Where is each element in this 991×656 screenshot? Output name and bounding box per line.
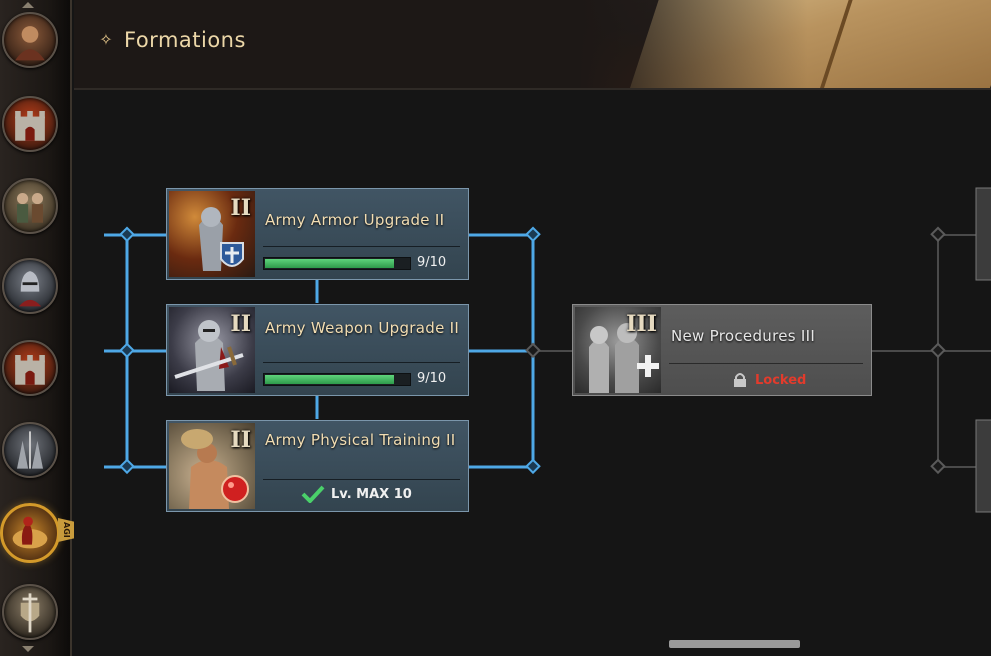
page-header: ✧ Formations [74,0,991,90]
castle-gate-icon [15,355,45,385]
card-title: Army Physical Training II [265,431,456,449]
progress-text: 9/10 [417,371,447,386]
tier-numeral: II [230,311,251,337]
sidebar-item-knight[interactable] [2,258,58,314]
checkmark-icon [301,485,325,503]
tech-card-physical-training[interactable]: II Army Physical Training II Lv. MAX 10 [166,420,469,512]
category-sidebar: AGI [0,0,74,656]
sidebar-item-formations[interactable] [0,503,60,563]
locked-status: Locked [755,373,807,388]
card-title: Army Weapon Upgrade II [265,319,460,337]
sword-shield-icon [20,593,40,633]
tier-numeral: II [230,195,251,221]
castle-gate-icon [15,111,45,141]
tech-card-new-procedures[interactable]: III New Procedures III Locked [572,304,872,396]
page-title: Formations [124,28,246,52]
armored-soldiers-icon [17,431,43,469]
max-level-text: Lv. MAX 10 [331,487,412,502]
armored-knight-shield-icon: II [169,191,255,277]
tech-tree[interactable]: II Army Armor Upgrade II 9/10 II Army We… [74,90,991,656]
cavalry-icon [17,193,43,223]
padlock-icon [734,373,746,387]
tech-card-weapon[interactable]: II Army Weapon Upgrade II 9/10 [166,304,469,396]
knight-helmet-icon [18,271,42,307]
formation-strategy-icon [12,516,48,549]
tier-numeral: II [230,427,251,453]
sidebar-item-castle-2[interactable] [2,340,58,396]
horizontal-scrollbar[interactable] [669,640,800,648]
sidebar-item-weapons[interactable] [2,584,58,640]
strongman-potion-icon: II [169,423,255,509]
knights-medical-cross-icon: III [575,307,661,393]
progress-text: 9/10 [417,255,447,270]
progress-bar [263,373,411,386]
sidebar-item-warlord[interactable] [2,12,58,68]
progress-bar [263,257,411,270]
tree-connectors [104,187,991,513]
scroll-up-arrow-icon[interactable] [22,2,34,8]
progress-fill [265,375,395,384]
knight-sword-icon: II [169,307,255,393]
compass-star-icon: ✧ [99,30,113,49]
tech-card-armor[interactable]: II Army Armor Upgrade II 9/10 [166,188,469,280]
progress-fill [265,259,395,268]
card-title: Army Armor Upgrade II [265,211,445,229]
sidebar-item-cavalry[interactable] [2,178,58,234]
sidebar-badge: AGI [58,518,74,542]
tier-numeral: III [626,311,657,337]
sidebar-item-castle[interactable] [2,96,58,152]
warlord-portrait-icon [15,26,45,61]
scroll-down-arrow-icon[interactable] [22,646,34,652]
sidebar-item-soldiers[interactable] [2,422,58,478]
card-title: New Procedures III [671,327,816,345]
